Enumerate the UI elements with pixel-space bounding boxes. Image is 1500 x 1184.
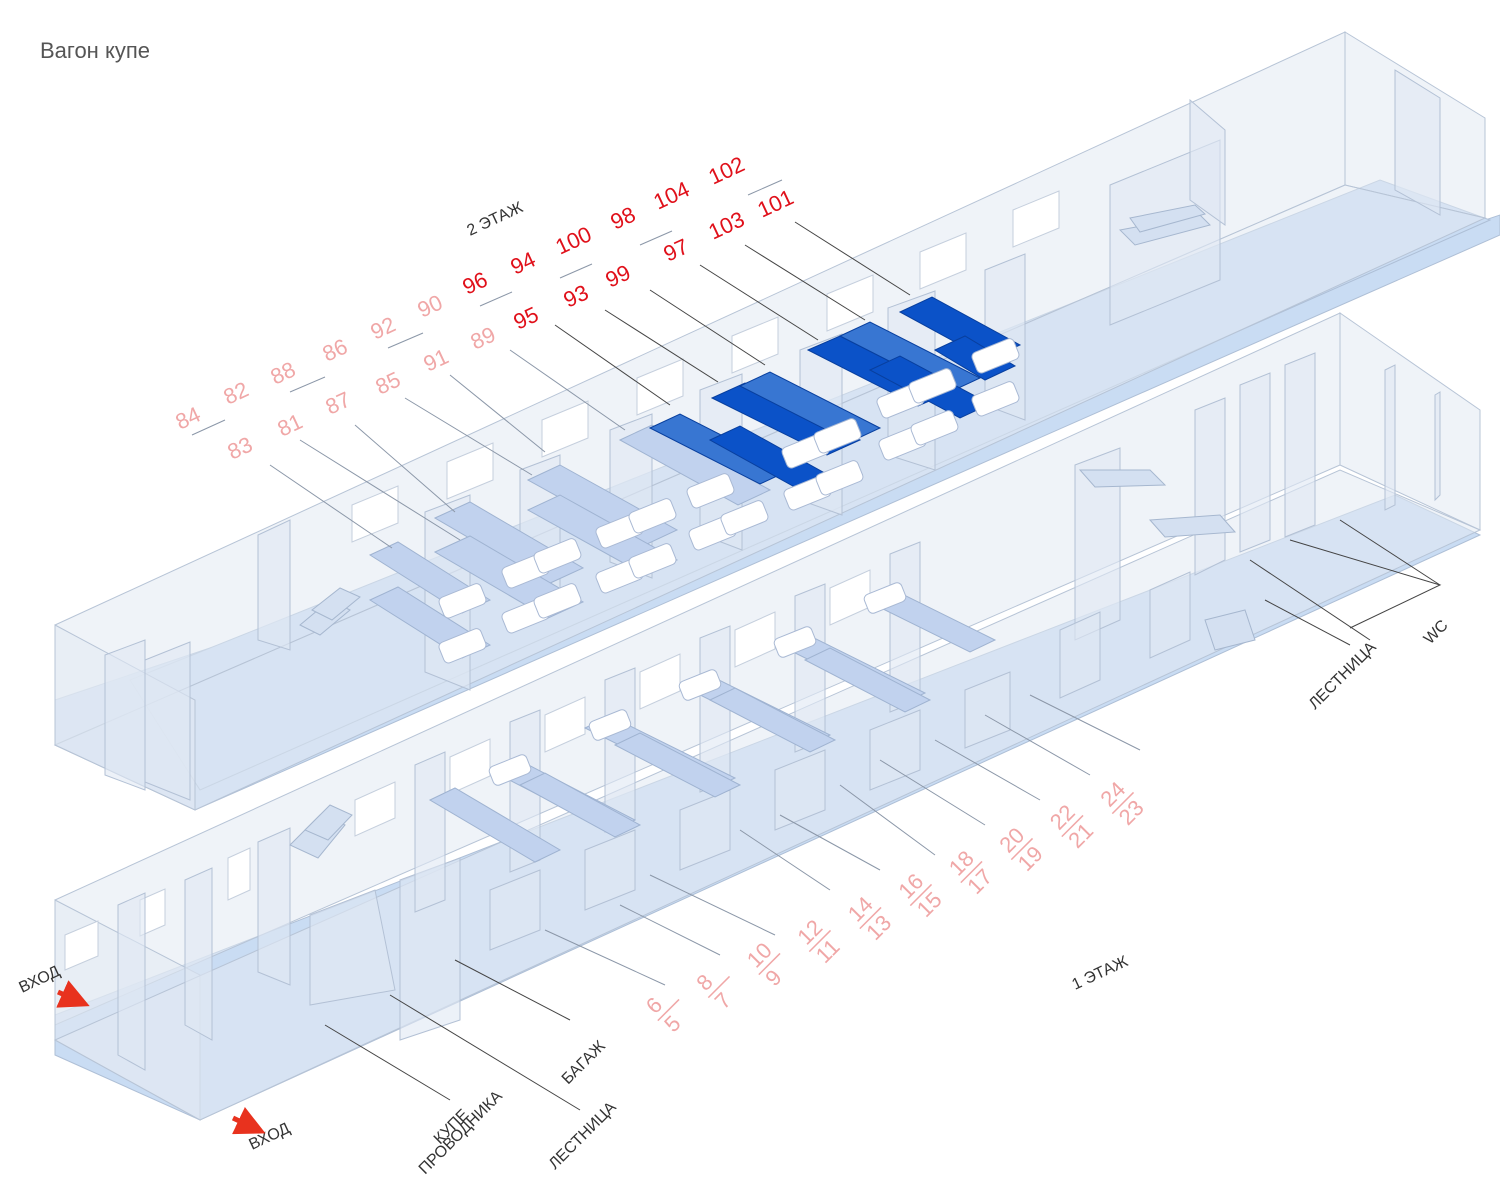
seat-95[interactable]: 95: [510, 302, 543, 335]
seat-pair-divider: [758, 952, 781, 976]
upper-shelves-free: [368, 424, 772, 664]
seat-88[interactable]: 88: [267, 357, 300, 390]
seat-pair-divider: [657, 998, 680, 1022]
seat-86[interactable]: 86: [319, 334, 352, 367]
seat-89[interactable]: 89: [467, 322, 500, 355]
seat-85[interactable]: 85: [372, 367, 405, 400]
seat-84[interactable]: 84: [172, 402, 205, 435]
seat-5[interactable]: 5: [659, 1011, 685, 1037]
lower-partitions: [117, 352, 1441, 1071]
seat-87[interactable]: 87: [322, 387, 355, 420]
lower-stairs: [289, 469, 1256, 859]
seat-pair-divider: [1061, 814, 1084, 838]
stairs-right-label: ЛЕСТНИЦА: [1306, 639, 1380, 713]
entrance-bottom-arrow-icon: [231, 1107, 266, 1135]
upper-leader-lines: [269, 221, 911, 549]
seat-103[interactable]: 103: [705, 206, 749, 244]
seat-98[interactable]: 98: [607, 202, 640, 235]
seat-9[interactable]: 9: [760, 965, 786, 991]
seat-pair-6-5: 65: [641, 992, 686, 1037]
seat-90[interactable]: 90: [414, 290, 447, 323]
seat-pair-divider: [1111, 791, 1135, 815]
seat-pair-divider: [909, 883, 933, 907]
seat-pair-10-9: 109: [742, 938, 787, 991]
entrance-side-arrow-icon: [56, 980, 90, 1008]
seat-102[interactable]: 102: [705, 151, 749, 189]
seat-104[interactable]: 104: [650, 176, 694, 214]
seat-93[interactable]: 93: [560, 280, 593, 313]
seat-81[interactable]: 81: [274, 409, 307, 442]
lower-doors: [489, 571, 1191, 951]
upper-floor-label: 2 ЭТАЖ: [465, 199, 526, 240]
wc-label: WC: [1421, 617, 1452, 648]
upper-shelves-selected: [648, 296, 1022, 511]
seat-96[interactable]: 96: [459, 267, 492, 300]
stairs-left-label: ЛЕСТНИЦА: [546, 1099, 620, 1173]
upper-seat-dividers: [191, 179, 783, 436]
seat-pair-divider: [960, 860, 983, 884]
lower-windows: [64, 569, 871, 971]
lower-leader-lines: [544, 694, 1141, 986]
seat-91[interactable]: 91: [420, 344, 453, 377]
seat-99[interactable]: 99: [602, 260, 635, 293]
seat-pair-8-7: 87: [691, 969, 736, 1014]
seat-pair-divider: [707, 975, 731, 999]
lower-callout-lines: [324, 519, 1442, 1111]
seat-82[interactable]: 82: [220, 377, 253, 410]
conductor-label-line2: ПРОВОДНИКА: [416, 1088, 506, 1178]
seat-100[interactable]: 100: [552, 221, 596, 259]
seat-94[interactable]: 94: [507, 247, 540, 280]
lower-floor-label: 1 ЭТАЖ: [1070, 953, 1131, 994]
upper-windows: [351, 190, 1060, 543]
seat-pair-divider: [1010, 837, 1034, 861]
seat-92[interactable]: 92: [367, 312, 400, 345]
lower-shelves: [428, 582, 997, 863]
page-title: Вагон купе: [40, 38, 150, 63]
seat-97[interactable]: 97: [660, 234, 693, 267]
entrance-bottom-label: ВХОД: [247, 1120, 293, 1154]
seat-pair-divider: [859, 906, 882, 930]
seat-pair-divider: [808, 929, 832, 953]
baggage-label: БАГАЖ: [559, 1038, 609, 1088]
seat-83[interactable]: 83: [224, 432, 257, 465]
seat-7[interactable]: 7: [710, 988, 736, 1014]
